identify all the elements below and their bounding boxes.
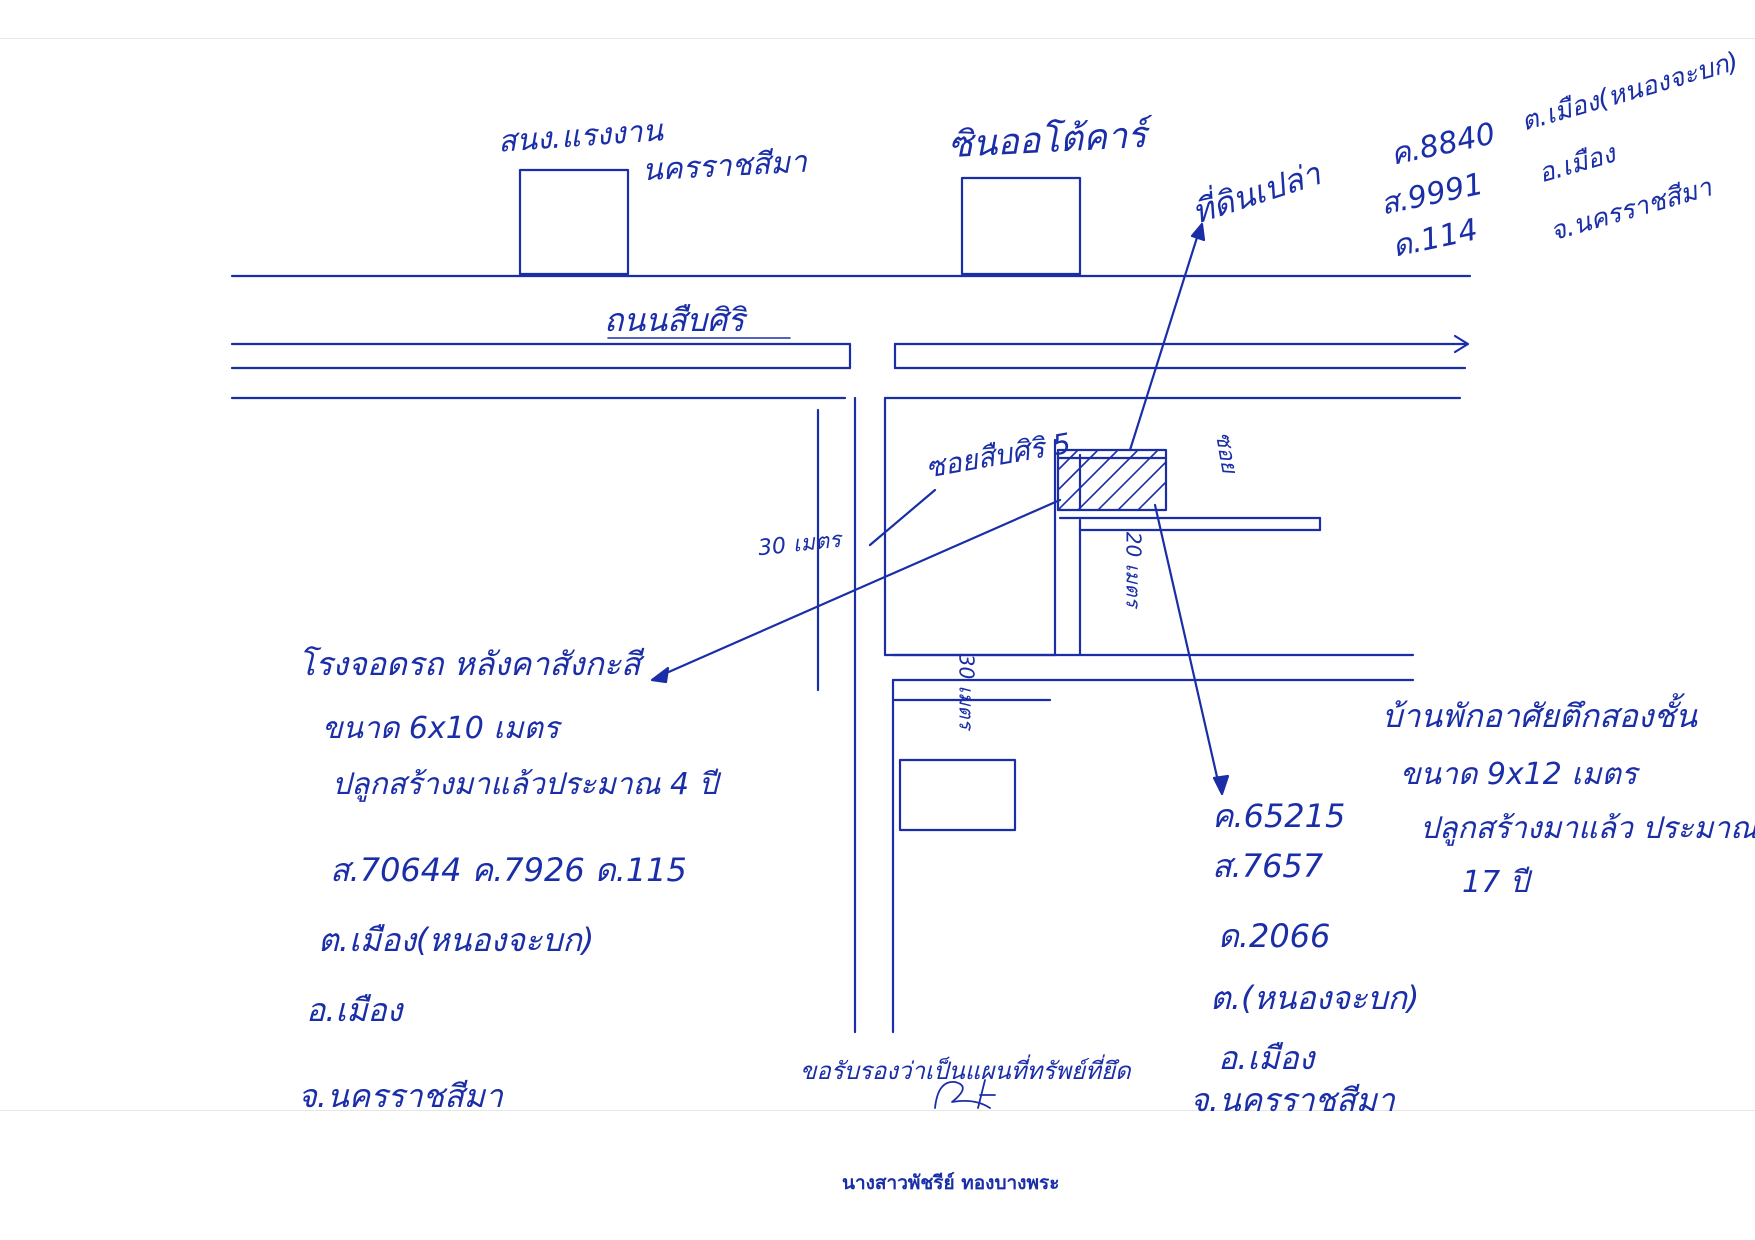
signatory-name: นางสาวพัชรีย์ ทองบางพระ <box>842 1172 1060 1194</box>
garage-line-2: ขนาด 6x10 เมตร <box>322 711 560 746</box>
arrow-soi-label <box>868 488 937 547</box>
label-main-road: ถนนสืบศิริ <box>604 301 745 339</box>
arrow-to-garage <box>653 498 1062 680</box>
arrowhead-house <box>1212 774 1230 796</box>
garage-line-5: ต.เมือง(หนองจะบก) <box>318 921 595 959</box>
scan-edge-bottom <box>0 1110 1755 1111</box>
arrowhead-vacant <box>1190 222 1206 242</box>
house-line-3: ปลูกสร้างมาแล้ว ประมาณ <box>1420 811 1755 846</box>
house-line-4: 17 ปี <box>1462 865 1529 900</box>
deed-line-3: ด.2066 <box>1218 917 1331 955</box>
garage-line-3: ปลูกสร้างมาแล้วประมาณ 4 ปี <box>332 767 718 802</box>
garage-line-4: ส.70644 ค.7926 ด.115 <box>330 851 687 889</box>
building-sin-auto-car <box>960 176 1082 276</box>
road-arrow-right <box>1453 334 1470 354</box>
house-line-2: ขนาด 9x12 เมตร <box>1400 757 1638 792</box>
deed-line-2: ส.7657 <box>1212 847 1324 885</box>
house-line-1: บ้านพักอาศัยตึกสองชั้น <box>1382 697 1697 735</box>
arrow-to-vacant-land <box>1128 226 1202 452</box>
label-dist-30b: 30 เมตร <box>954 653 979 730</box>
arrow-to-house <box>1153 503 1222 792</box>
deed-line-6: จ.นครราชสีมา <box>1190 1081 1395 1119</box>
subject-plot <box>1056 448 1168 512</box>
signature-mark <box>934 1079 996 1109</box>
label-dist-20: 20 เมตร <box>1121 531 1146 608</box>
scan-edge-top <box>0 38 1755 39</box>
garage-line-6: อ.เมือง <box>306 991 403 1029</box>
building-labour-office <box>518 168 630 276</box>
plot-hatching <box>1057 449 1167 511</box>
certify-text: ขอรับรองว่าเป็นแผนที่ทรัพย์ที่ยึด <box>800 1057 1131 1085</box>
deed-line-1: ค.65215 <box>1212 797 1346 835</box>
arrowhead-garage <box>650 666 670 684</box>
garage-line-7: จ.นครราชสีมา <box>298 1077 503 1115</box>
deed-line-4: ต.(หนองจะบก) <box>1210 979 1420 1017</box>
small-building <box>898 758 1017 832</box>
garage-line-1: โรงจอดรถ หลังคาสังกะสี <box>298 645 641 683</box>
deed-line-5: อ.เมือง <box>1218 1039 1315 1077</box>
